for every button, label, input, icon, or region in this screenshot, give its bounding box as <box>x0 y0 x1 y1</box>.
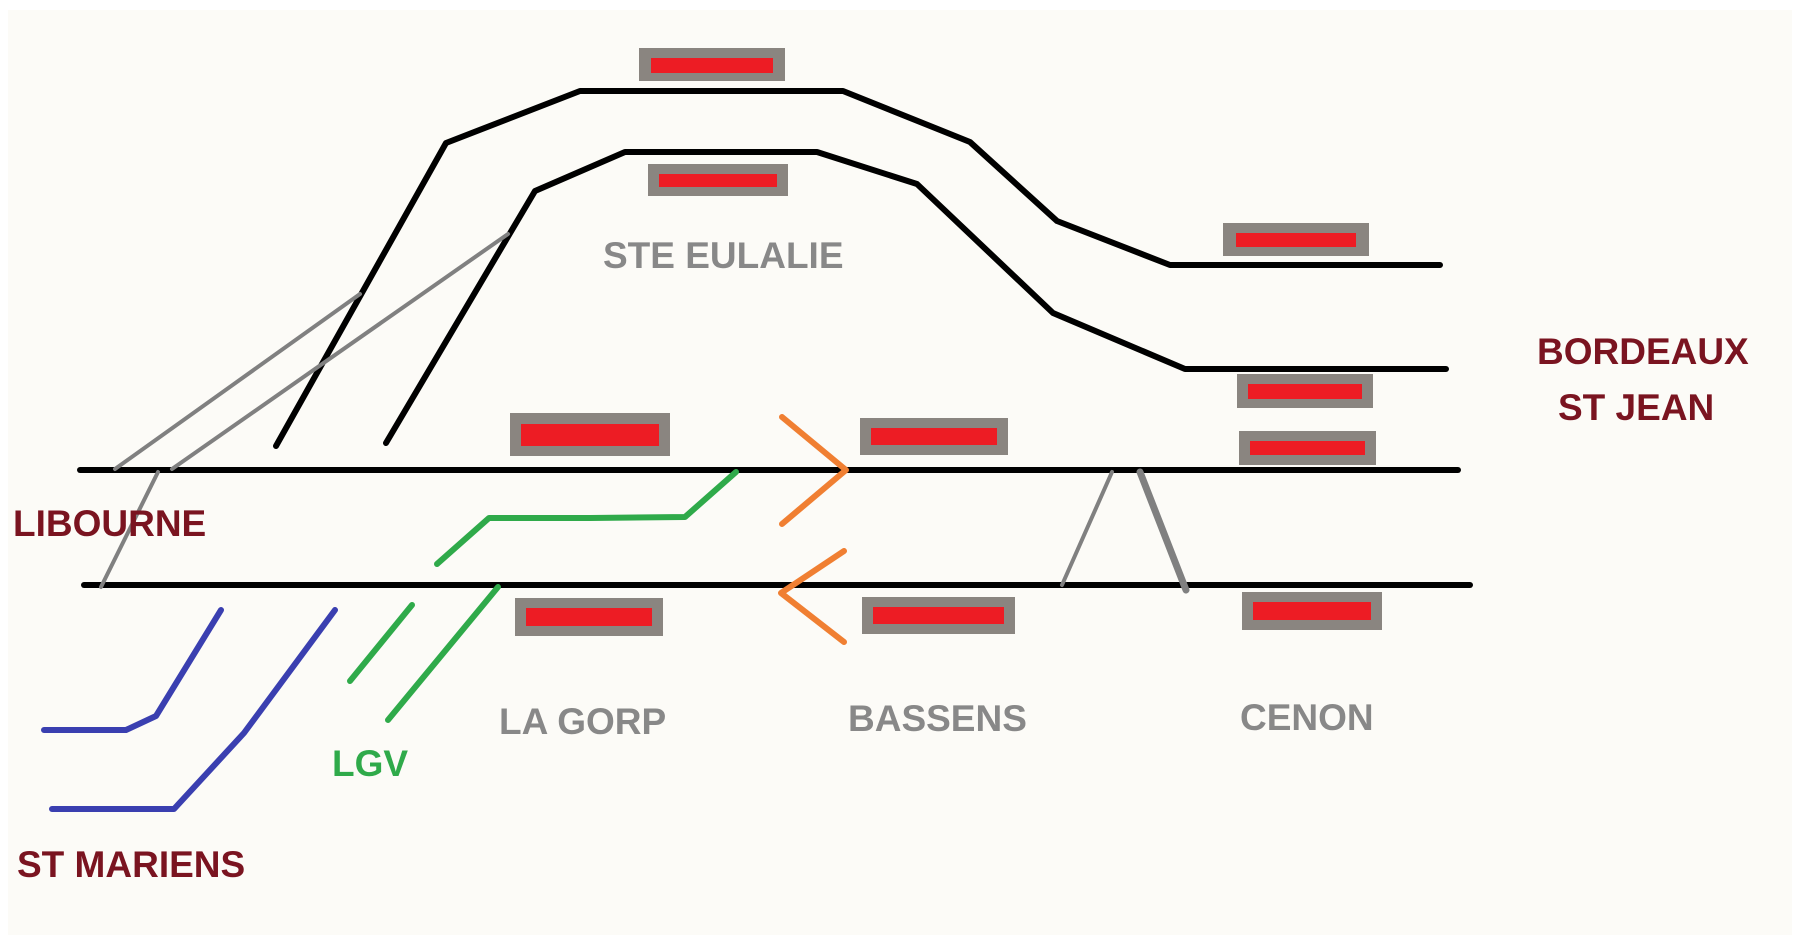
platform-cenon-upper <box>1223 223 1369 256</box>
terminus-label-st-mariens: ST MARIENS <box>17 844 245 885</box>
terminus-label-libourne: LIBOURNE <box>13 503 206 544</box>
crossover-cenon-1 <box>1060 470 1114 587</box>
platforms <box>510 48 1382 636</box>
main-tracks <box>77 88 1473 588</box>
st-mariens-tracks <box>41 607 338 812</box>
lgv-track-connector <box>434 469 739 567</box>
line-label-lgv: LGV <box>332 743 408 784</box>
st-mariens-track-2 <box>49 607 338 812</box>
platform-bassens-upper <box>860 418 1008 455</box>
station-label-ste-eulalie: STE EULALIE <box>603 235 844 276</box>
direction-chevron-left <box>778 548 847 645</box>
lgv-tracks <box>347 469 739 723</box>
platform-cenon-middle <box>1237 374 1373 408</box>
platform-la-gorp-upper <box>510 413 670 456</box>
platform-cenon-lower <box>1242 592 1382 630</box>
crossover-cenon-2 <box>1136 468 1190 594</box>
terminus-label-st-jean: ST JEAN <box>1558 387 1714 428</box>
station-label-la-gorp: LA GORP <box>499 701 666 742</box>
platform-la-gorp-lower <box>515 598 663 636</box>
track-ste-eulalie-inner <box>383 149 1449 446</box>
lgv-track-1 <box>347 602 415 684</box>
platform-cenon-main-upper <box>1239 431 1376 465</box>
terminus-label-bordeaux: BORDEAUX <box>1537 331 1749 372</box>
crossover-libourne-2 <box>170 232 510 471</box>
crossover-libourne-1 <box>113 292 362 471</box>
labels: STE EULALIE BORDEAUX ST JEAN LIBOURNE LA… <box>13 235 1749 885</box>
lgv-track-2 <box>385 584 501 723</box>
direction-chevrons <box>778 414 849 645</box>
direction-chevron-right <box>779 414 849 527</box>
platform-bassens-lower <box>862 597 1015 634</box>
crossover-libourne-3 <box>99 470 160 589</box>
platform-ste-eulalie-upper <box>639 48 785 81</box>
st-mariens-track-1 <box>41 607 224 733</box>
station-label-cenon: CENON <box>1240 697 1374 738</box>
platform-ste-eulalie-lower <box>648 164 788 196</box>
track-ste-eulalie-outer <box>273 88 1443 449</box>
station-label-bassens: BASSENS <box>848 698 1027 739</box>
crossovers <box>99 232 1190 594</box>
